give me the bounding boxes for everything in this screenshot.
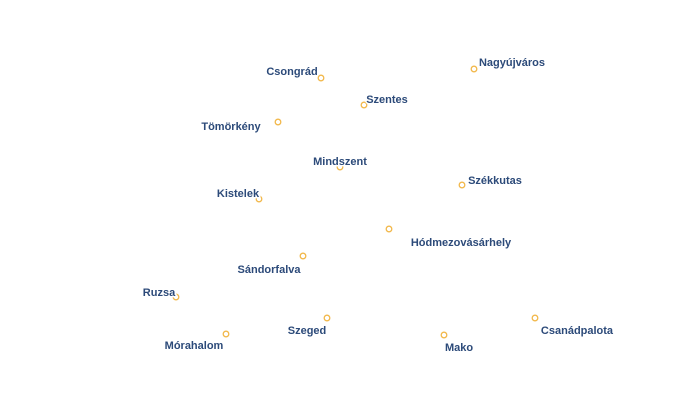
town-label-hodmezovasarhely: Hódmezovásárhely	[411, 237, 512, 249]
town-marker-szekkutas[interactable]	[458, 181, 466, 189]
town-marker-tomorkeny[interactable]	[274, 118, 282, 126]
town-label-szeged: Szeged	[288, 325, 327, 337]
town-label-tomorkeny: Tömörkény	[201, 121, 261, 133]
town-label-sandorfalva: Sándorfalva	[238, 264, 302, 276]
town-label-mindszent: Mindszent	[313, 156, 367, 168]
town-label-csanadpalota: Csanádpalota	[541, 325, 614, 337]
town-marker-szeged[interactable]	[323, 314, 331, 322]
town-labels: Csongrád NagyújvárosSzentesTömörkényMinds…	[141, 55, 615, 355]
town-label-nagyujvaros: Nagyújváros	[479, 57, 545, 69]
town-markers	[172, 65, 539, 339]
town-marker-ruzsa[interactable]	[172, 293, 180, 301]
town-marker-hodmezovasarhely[interactable]	[385, 225, 393, 233]
town-label-ruzsa: Ruzsa	[143, 287, 176, 299]
town-marker-morahalom[interactable]	[222, 330, 230, 338]
town-marker-sandorfalva[interactable]	[299, 252, 307, 260]
town-marker-mako[interactable]	[440, 331, 448, 339]
town-label-csongrad: Csongrád	[266, 66, 317, 78]
town-label-morahalom: Mórahalom	[165, 340, 224, 352]
town-marker-mindszent[interactable]	[336, 163, 344, 171]
town-label-mako: Mako	[445, 342, 473, 354]
town-label-kistelek: Kistelek	[217, 188, 260, 200]
town-label-szekkutas: Székkutas	[468, 175, 522, 187]
town-marker-csongrad[interactable]	[317, 74, 325, 82]
town-marker-szentes[interactable]	[360, 101, 368, 109]
town-marker-csanadpalota[interactable]	[531, 314, 539, 322]
town-marker-kistelek[interactable]	[255, 195, 263, 203]
town-marker-nagyujvaros[interactable]	[470, 65, 478, 73]
town-label-szentes: Szentes	[366, 94, 408, 106]
